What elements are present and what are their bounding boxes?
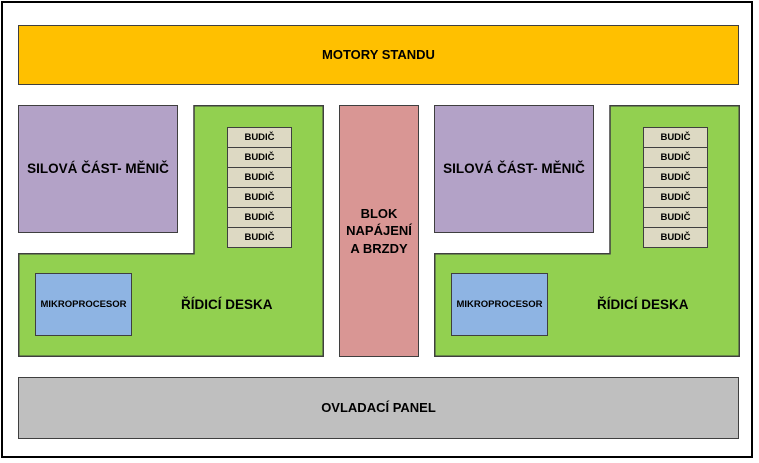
driver-right-2: BUDIČ [643, 147, 708, 168]
power-block-line-1: BLOK [360, 205, 398, 221]
control-board-label-right: ŘÍDICÍ DESKA [597, 297, 689, 312]
driver-right-6: BUDIČ [643, 227, 708, 248]
motors-block: MOTORY STANDU [18, 25, 739, 85]
driver-right-4: BUDIČ [643, 187, 708, 208]
control-panel-block: OVLADACÍ PANEL [18, 377, 739, 439]
driver-stack-right: BUDIČ BUDIČ BUDIČ BUDIČ BUDIČ BUDIČ [643, 127, 708, 248]
power-converter-right: SILOVÁ ČÁST- MĚNIČ [434, 105, 594, 233]
control-panel-label: OVLADACÍ PANEL [321, 400, 436, 416]
driver-stack-left: BUDIČ BUDIČ BUDIČ BUDIČ BUDIČ BUDIČ [227, 127, 292, 248]
microprocessor-right: MIKROPROCESOR [451, 273, 548, 336]
power-block-line-3: A BRZDY [350, 240, 408, 256]
driver-left-5: BUDIČ [227, 207, 292, 228]
converter-label-right: SILOVÁ ČÁST- MĚNIČ [443, 160, 585, 176]
converter-label-left: SILOVÁ ČÁST- MĚNIČ [27, 160, 169, 176]
power-brake-block: BLOK NAPÁJENÍ A BRZDY [339, 105, 419, 357]
driver-left-6: BUDIČ [227, 227, 292, 248]
driver-left-3: BUDIČ [227, 167, 292, 188]
motors-label: MOTORY STANDU [322, 47, 435, 63]
driver-left-2: BUDIČ [227, 147, 292, 168]
power-block-line-2: NAPÁJENÍ [346, 223, 412, 239]
driver-right-5: BUDIČ [643, 207, 708, 228]
microprocessor-label-left: MIKROPROCESOR [40, 299, 127, 310]
control-board-label-left: ŘÍDICÍ DESKA [181, 297, 273, 312]
driver-left-4: BUDIČ [227, 187, 292, 208]
driver-left-1: BUDIČ [227, 127, 292, 148]
microprocessor-label-right: MIKROPROCESOR [456, 299, 543, 310]
power-converter-left: SILOVÁ ČÁST- MĚNIČ [18, 105, 178, 233]
driver-right-3: BUDIČ [643, 167, 708, 188]
microprocessor-left: MIKROPROCESOR [35, 273, 132, 336]
driver-right-1: BUDIČ [643, 127, 708, 148]
